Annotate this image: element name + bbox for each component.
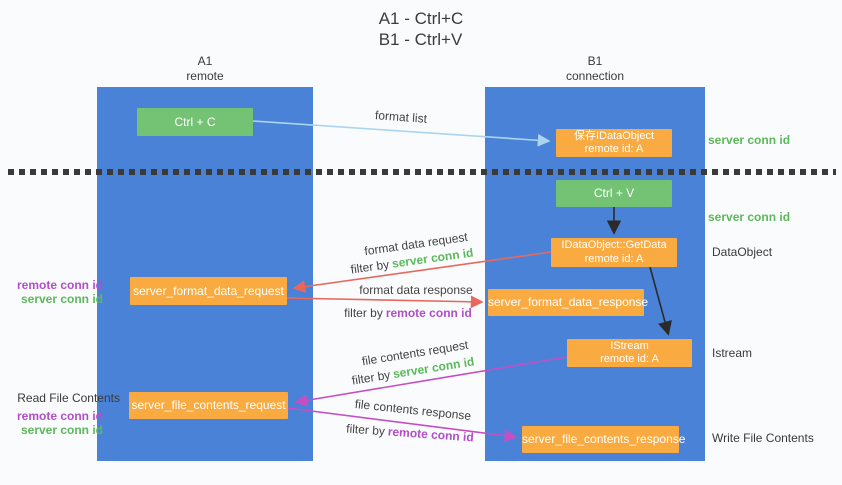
column-header-b1: B1 connection (485, 54, 705, 84)
node-server-file-contents-request: server_file_contents_request (129, 392, 288, 419)
node-istream: IStream remote id: A (567, 339, 692, 367)
arrow-label-format-data-response: format data response (359, 283, 473, 297)
node-save-idataobject: 保存IDataObject remote id: A (556, 129, 672, 157)
left-server-conn-id-2: server conn id (20, 423, 103, 438)
node-ctrl-v: Ctrl + V (556, 180, 672, 207)
left-server-conn-id-1: server conn id (20, 292, 103, 307)
node-getdata-line1: IDataObject::GetData (561, 239, 667, 252)
node-server-format-data-response-label: server_format_data_response (488, 295, 649, 310)
left-conn-id-cluster-2: remote conn id server conn id (0, 409, 103, 437)
node-idataobject-getdata: IDataObject::GetData remote id: A (551, 238, 677, 267)
column-header-a1: A1 remote (97, 54, 313, 84)
node-server-file-contents-response-label: server_file_contents_response (522, 432, 686, 447)
side-label-write-file-contents: Write File Contents (712, 431, 814, 445)
node-server-format-data-request-label: server_format_data_request (133, 283, 284, 298)
left-conn-id-cluster-1: remote conn id server conn id (0, 278, 103, 306)
title-line-2: B1 - Ctrl+V (378, 30, 463, 50)
node-save-idataobject-line1: 保存IDataObject (573, 129, 655, 142)
filter-prefix: filter by (350, 367, 392, 388)
column-a1-subtitle: remote (186, 69, 224, 83)
node-ctrl-c-label: Ctrl + C (174, 114, 216, 129)
filter-prefix: filter by (345, 421, 386, 439)
title-line-1: A1 - Ctrl+C (378, 9, 464, 28)
left-label-read-file-contents: Read File Contents (17, 391, 120, 405)
node-save-idataobject-line2: remote id: A (584, 143, 644, 155)
filter-value-remote-conn-id: remote conn id (385, 306, 472, 320)
node-server-file-contents-request-label: server_file_contents_request (131, 398, 286, 413)
side-label-server-conn-id-mid: server conn id (708, 210, 791, 224)
column-a1-title: A1 (197, 54, 213, 68)
node-server-format-data-request: server_format_data_request (130, 277, 287, 305)
arrow-label-format-list: format list (374, 108, 428, 126)
node-istream-line2: remote id: A (600, 353, 659, 365)
node-ctrl-v-label: Ctrl + V (593, 186, 635, 201)
filter-prefix: filter by (344, 306, 383, 320)
side-label-server-conn-id-top: server conn id (708, 133, 791, 147)
left-remote-conn-id-1: remote conn id (16, 278, 103, 292)
node-getdata-line2: remote id: A (584, 252, 644, 265)
filter-value-remote-conn-id: remote conn id (387, 424, 475, 445)
diagram-title: A1 - Ctrl+C B1 - Ctrl+V (0, 8, 842, 51)
node-server-file-contents-response: server_file_contents_response (522, 426, 686, 453)
column-b1-subtitle: connection (565, 69, 625, 83)
side-label-dataobject: DataObject (712, 245, 773, 259)
arrow-label-file-contents-response: file contents response (354, 396, 472, 424)
side-label-istream: Istream (712, 346, 753, 360)
filter-prefix: filter by (349, 257, 391, 277)
left-remote-conn-id-2: remote conn id (16, 409, 103, 423)
node-istream-line1: IStream (610, 339, 649, 352)
column-b1-title: B1 (587, 54, 603, 68)
node-server-format-data-response: server_format_data_response (488, 289, 649, 316)
node-ctrl-c: Ctrl + C (137, 108, 253, 136)
arrow-format-data-response (286, 295, 484, 309)
